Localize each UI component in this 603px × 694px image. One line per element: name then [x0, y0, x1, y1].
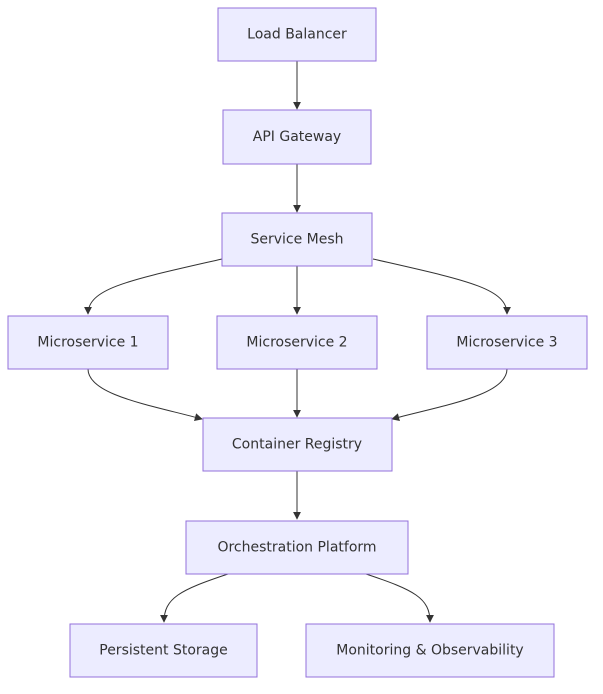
node-orchestration-platform: Orchestration Platform [185, 520, 409, 575]
edge-microservice-3-to-container-registry [391, 368, 508, 422]
edge-service-mesh-to-microservice-3 [372, 258, 511, 315]
edges [84, 61, 511, 623]
node-label-microservice-3: Microservice 3 [456, 335, 557, 351]
node-label-microservice-1: Microservice 1 [37, 335, 138, 351]
edge-orchestration-platform-to-monitoring-observability [365, 573, 434, 623]
node-label-container-registry: Container Registry [232, 437, 362, 453]
node-microservice-1: Microservice 1 [7, 315, 169, 370]
node-label-persistent-storage: Persistent Storage [99, 643, 227, 659]
node-service-mesh: Service Mesh [221, 212, 373, 267]
node-persistent-storage: Persistent Storage [69, 623, 258, 678]
node-microservice-2: Microservice 2 [216, 315, 378, 370]
node-label-orchestration-platform: Orchestration Platform [217, 540, 376, 556]
node-api-gateway: API Gateway [222, 109, 372, 165]
node-label-load-balancer: Load Balancer [247, 27, 347, 43]
edge-microservice-1-to-container-registry [87, 368, 203, 421]
nodes: Load Balancer API Gateway Service Mesh M… [7, 7, 588, 678]
node-load-balancer: Load Balancer [217, 7, 377, 62]
node-container-registry: Container Registry [202, 417, 393, 472]
node-microservice-3: Microservice 3 [426, 315, 588, 370]
node-label-microservice-2: Microservice 2 [246, 335, 347, 351]
node-label-api-gateway: API Gateway [253, 129, 341, 145]
node-label-monitoring-observability: Monitoring & Observability [336, 643, 523, 659]
node-monitoring-observability: Monitoring & Observability [305, 623, 555, 678]
node-label-service-mesh: Service Mesh [250, 232, 343, 248]
edge-service-mesh-to-microservice-1 [84, 258, 223, 315]
edge-orchestration-platform-to-persistent-storage [160, 573, 229, 623]
